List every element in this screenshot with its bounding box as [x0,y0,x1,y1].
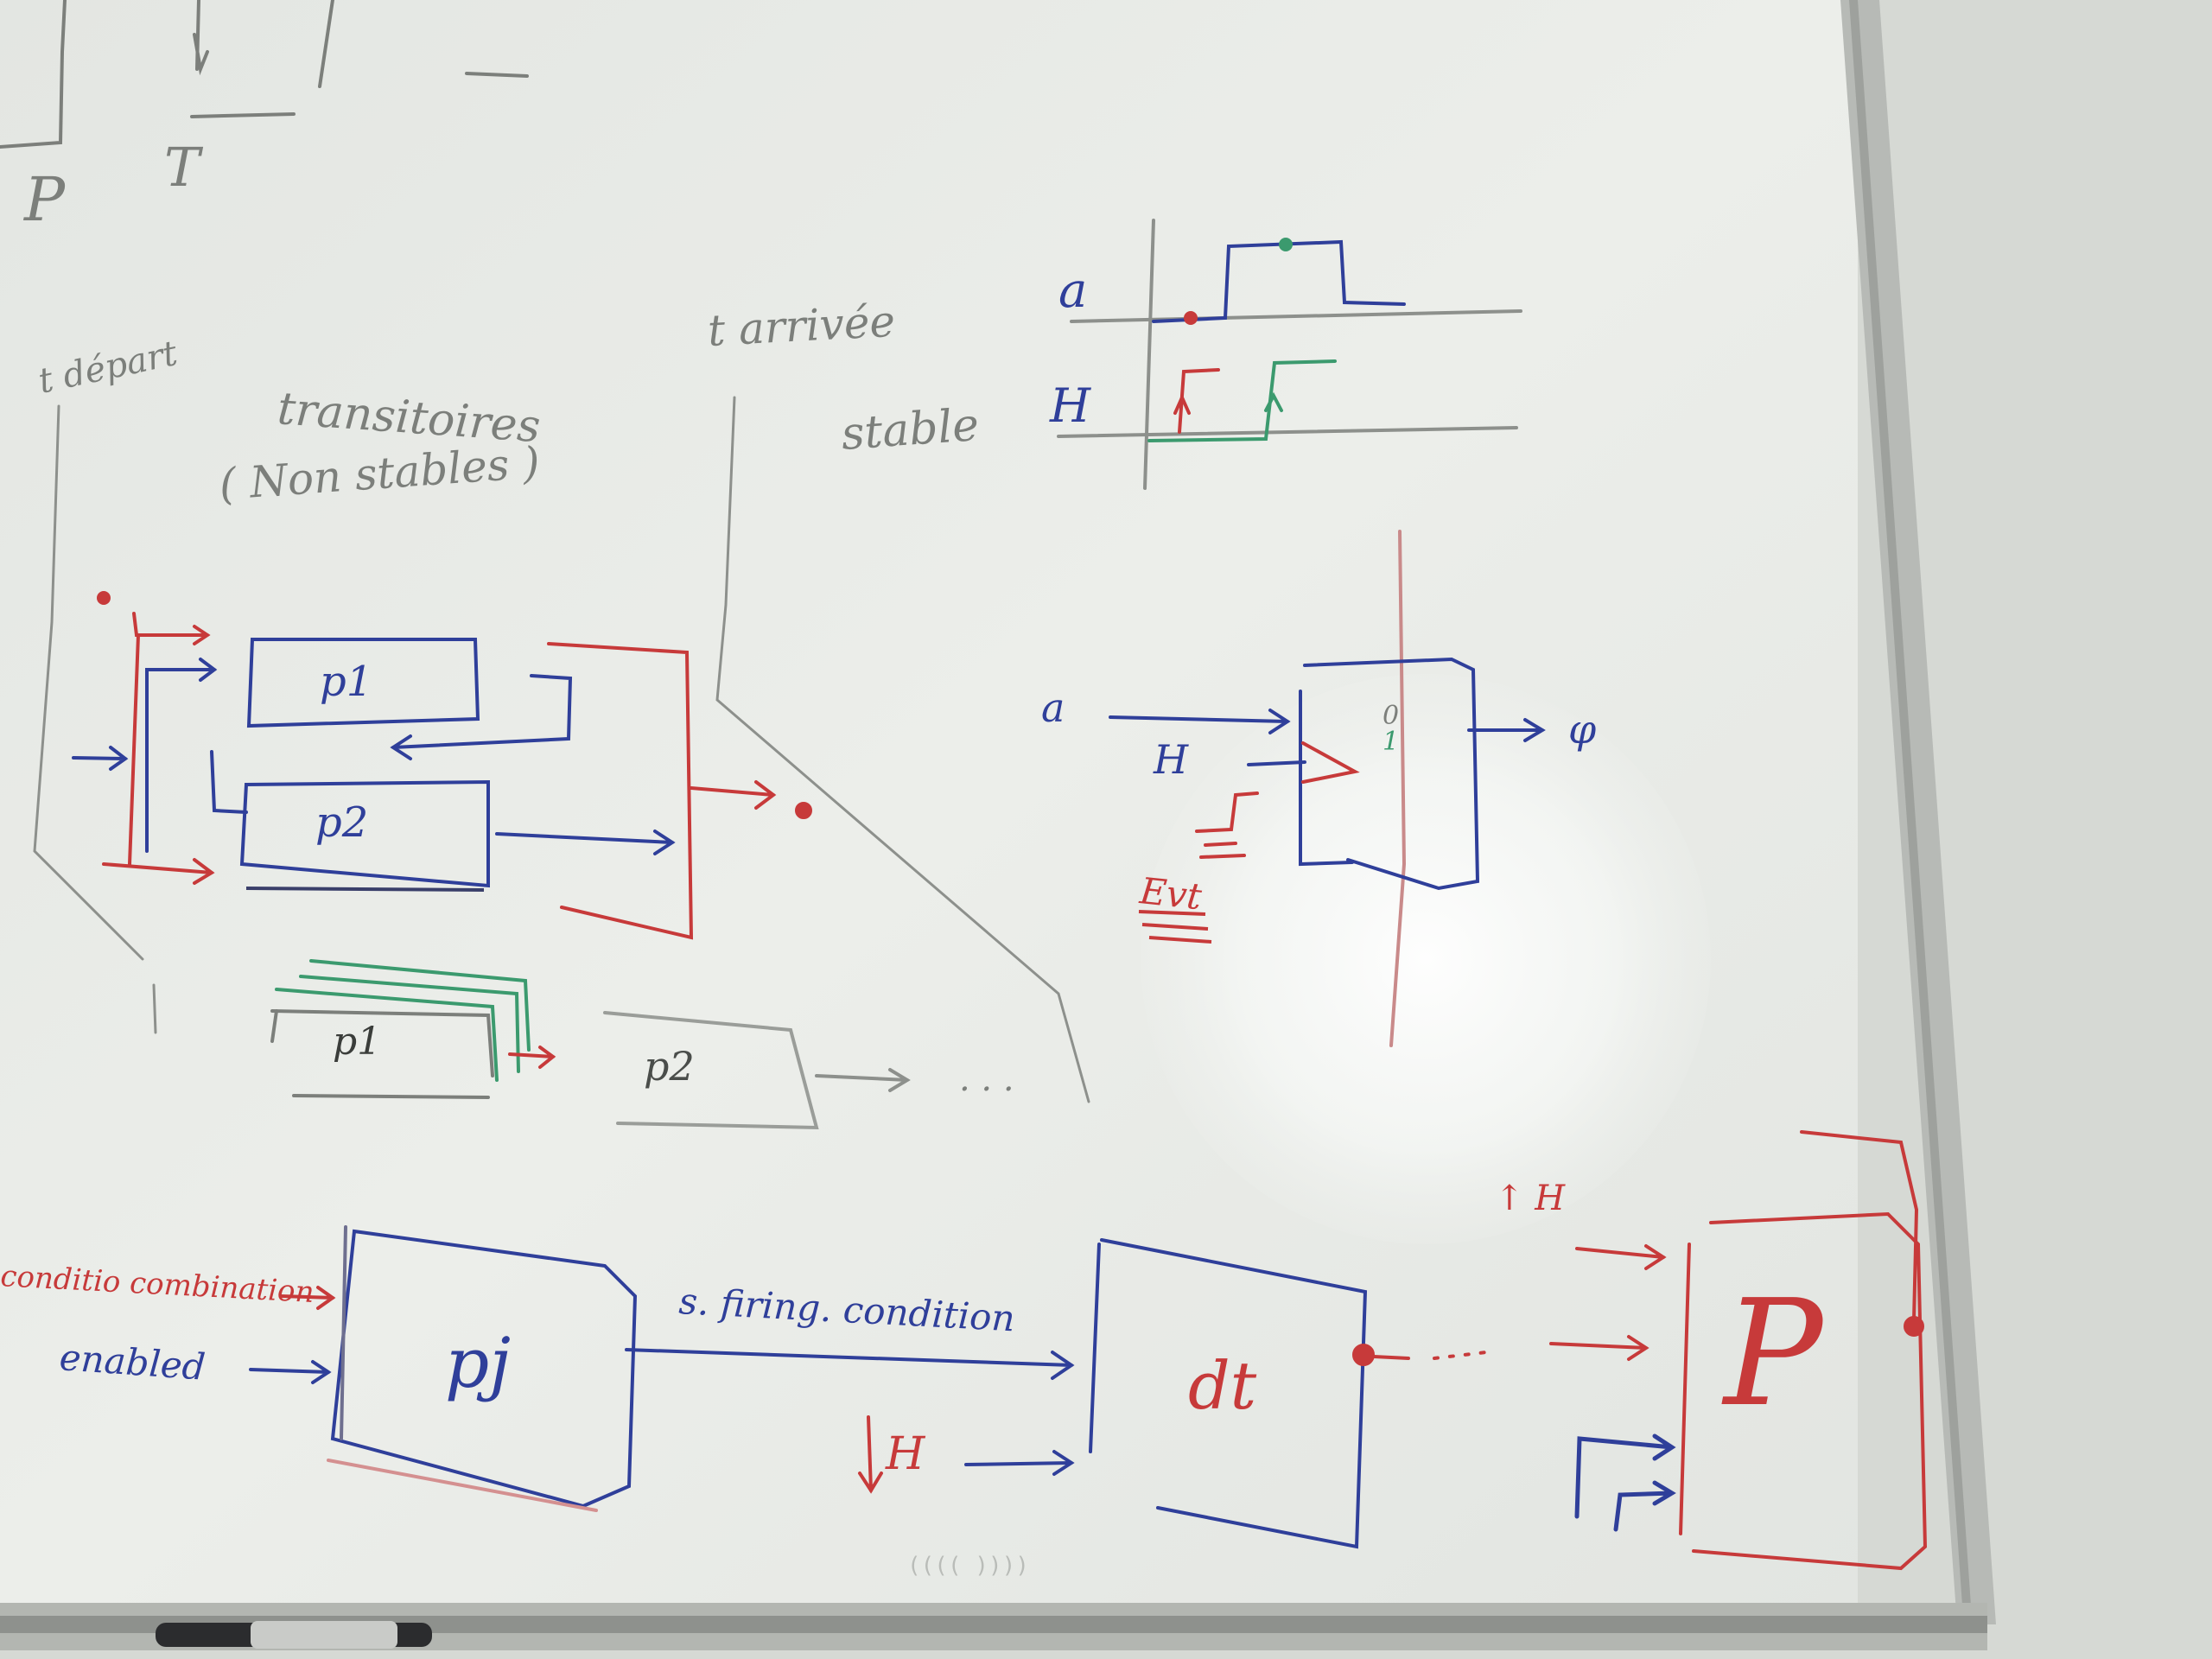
marker-tray [0,1616,1987,1633]
dt-box [1089,1238,1368,1549]
pj-to-dt [625,1348,1075,1476]
p1-box: p1 [246,638,480,728]
ff-output: φ [1568,706,1597,753]
stable-label: stable [840,399,981,461]
board-mark: (((( )))) [907,1553,1029,1579]
big-p-box [1679,1130,1928,1571]
h-down-arrow [858,1415,883,1494]
pj-inputs [249,1286,336,1384]
ff-a-input: a [1041,684,1065,731]
red-input-arrows [97,591,812,940]
timing-h-label: H [1049,378,1091,433]
p2-label: p2 [315,798,368,847]
evt-underlines [1138,910,1212,944]
p1-label: p1 [320,658,372,706]
stacked-process [270,959,911,1130]
ff-h-input: H [1153,736,1189,783]
sequence-ellipsis: . . . [959,1059,1014,1099]
pj-box [327,1225,638,1512]
h-down-label: H [885,1428,926,1480]
ff-one: 1 [1382,727,1399,757]
top-left-t: T [164,136,204,199]
light-glare [1141,674,1711,1244]
big-p-label: P [1721,1268,1825,1440]
top-left-p: P [22,164,67,235]
board-frame-right-inner [1849,0,1972,1618]
dt-label: dt [1188,1347,1257,1424]
blue-flow-arrows [72,658,676,855]
p1-stack-label: p1 [333,1020,381,1064]
blue-step-arrows [1574,1433,1676,1532]
top-left-sketch [0,0,529,149]
p2-box: p2 [239,779,490,892]
pj-label: pj [445,1323,511,1403]
t-arrivee-label: t arrivée [707,296,897,356]
arrow-h-label: ↑ H [1495,1179,1566,1218]
ff-zero: 0 [1382,701,1399,731]
marker-cap [251,1621,397,1649]
transition-outline [33,396,1090,1103]
p2-next-label: p2 [644,1043,695,1090]
enabled-label: enabled [58,1336,207,1389]
timing-a-label: a [1058,263,1087,319]
dt-output [1352,1244,1667,1366]
ff-evt: Evt [1137,869,1204,918]
timing-diagram [1057,219,1522,490]
flipflop [1109,530,1546,1047]
